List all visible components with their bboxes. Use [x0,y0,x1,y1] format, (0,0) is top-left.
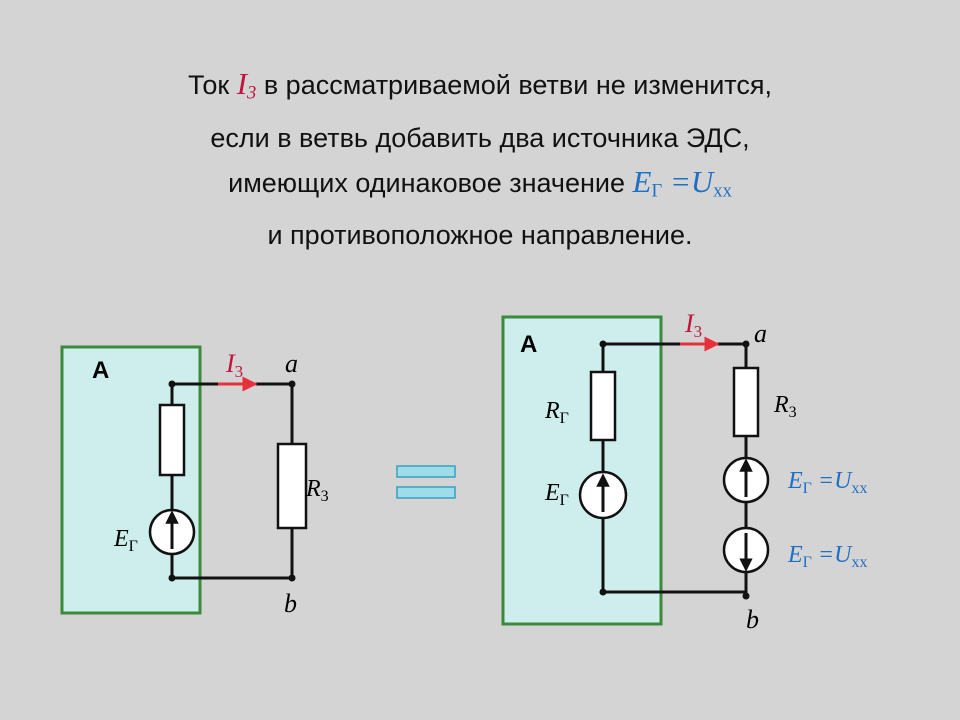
heading-line-3: имеющих одинаковое значение EГ =Uхх [0,160,960,214]
right-internal-e-label: EГ [544,480,569,509]
left-load-resistor-label: R3 [305,476,329,505]
right-internal-resistor [589,370,617,442]
added-source-1-label: EГ =Uхх [787,468,867,497]
right-current-label: I3 [684,309,702,341]
right-node-b [742,592,750,600]
left-circuit: A I3 a b R3 EГ [60,345,329,618]
heading-line-1-start: Ток [187,70,237,100]
right-node-a-label: a [754,319,767,348]
left-node-top-left [168,380,176,388]
heading-line-1-end: в рассматриваемой ветви не изменится, [256,70,772,100]
right-node-a [742,340,750,348]
equals-bar-bottom [396,486,456,499]
heading-line-4: и противоположное направление. [267,220,693,251]
left-network-box [60,345,202,615]
heading-line-2: если в ветвь добавить два источника ЭДС, [210,122,750,153]
right-node-bottom-left [599,588,607,596]
equals-bar-top [396,465,456,478]
left-node-b [288,574,296,582]
left-bottom-wire [170,528,294,580]
equivalence-sign [396,465,456,499]
right-circuit: A [501,309,867,634]
left-box-label: A [92,357,109,384]
right-network-box [501,315,663,626]
left-load-resistor [276,442,308,530]
right-node-top-left [599,340,607,348]
left-current-label: I3 [225,349,243,381]
left-node-a-label: a [285,349,298,378]
added-source-2-label: EГ =Uхх [787,542,867,571]
left-node-a [288,380,296,388]
current-symbol: I3 [236,66,257,104]
left-node-b-label: b [284,589,297,618]
right-load-r-label: R3 [773,392,797,421]
right-internal-r-label: RГ [544,398,569,427]
heading-line-1: Ток I3 в рассматриваемой ветви не измени… [0,62,960,116]
right-node-b-label: b [746,605,759,634]
right-load-resistor [732,366,760,438]
left-emf-label: EГ [113,526,138,555]
heading-text: Ток I3 в рассматриваемой ветви не измени… [0,62,960,257]
heading-line-3-start: имеющих одинаковое значение [228,167,633,198]
right-box-label: A [520,331,537,358]
emf-formula: EГ =Uхх [632,163,732,202]
left-node-bottom-left [168,574,176,582]
left-internal-resistor [158,403,186,477]
